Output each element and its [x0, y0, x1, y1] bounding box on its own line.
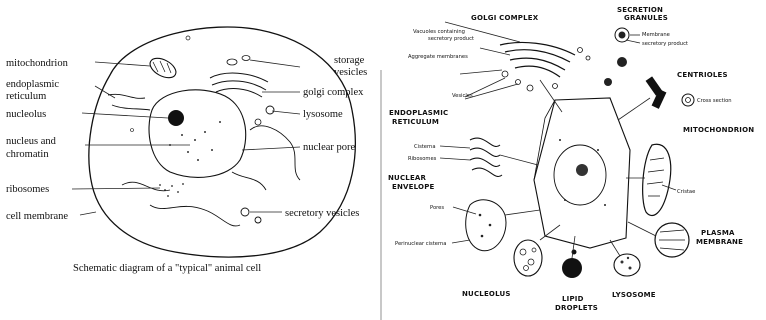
label-nuclear-pore: nuclear pore — [303, 142, 356, 153]
label-er-2: RETICULUM — [392, 118, 439, 126]
label-vesicles: vesicles — [334, 67, 367, 78]
nucleolus-dot — [168, 110, 184, 126]
label-reticulum: reticulum — [6, 91, 46, 102]
nuclear-envelope — [466, 200, 506, 251]
label-ribosomes-r: Ribosomes — [408, 156, 437, 162]
label-cristae: Cristae — [677, 189, 695, 195]
mitochondrion-ultra — [643, 144, 671, 215]
label-aggregate: Aggregate membranes — [408, 54, 468, 60]
label-chromatin: chromatin — [6, 149, 49, 160]
label-secretion-sub-2: secretory product — [642, 41, 688, 47]
label-nuclear-1: NUCLEAR — [388, 174, 427, 182]
label-secretion-1: SECRETION — [617, 6, 663, 14]
chromatin-specks — [169, 121, 221, 161]
ribosome-dots — [159, 183, 184, 197]
label-mitochondrion: mitochondrion — [6, 58, 69, 69]
label-vesicles-r: Vesicles — [452, 93, 473, 99]
nucleus-outline — [149, 90, 246, 178]
label-golgi-complex-r: GOLGI COMPLEX — [471, 14, 539, 22]
label-lysosome-r: LYSOSOME — [612, 291, 656, 299]
label-lipid-1: LIPID — [562, 295, 584, 303]
golgi-structure — [500, 42, 575, 77]
label-nucleolus-r: NUCLEOLUS — [462, 290, 511, 298]
label-vacuoles-2: secretory product — [428, 36, 474, 42]
left-caption: Schematic diagram of a "typical" animal … — [73, 263, 261, 274]
label-ribosomes: ribosomes — [6, 184, 49, 195]
label-nucleolus: nucleolus — [6, 109, 46, 120]
label-er-1: ENDOPLASMIC — [389, 109, 448, 117]
label-storage: storage — [334, 55, 365, 66]
label-secretion-sub-1: Membrane — [642, 32, 670, 38]
label-endoplasmic: endoplasmic — [6, 79, 59, 90]
label-pores: Pores — [430, 205, 444, 211]
label-cisterna: Cisterna — [414, 144, 436, 150]
label-golgi-complex: golgi complex — [303, 87, 364, 98]
ultrastructure-cell: GOLGI COMPLEX Vacuoles containing secret… — [388, 6, 754, 312]
label-mitochondrion-r: MITOCHONDRION — [683, 126, 754, 134]
er-ultra — [470, 138, 502, 176]
label-plasma-1: PLASMA — [701, 229, 735, 237]
label-vacuoles-1: Vacuoles containing — [413, 29, 465, 35]
label-nuclear-2: ENVELOPE — [392, 183, 435, 191]
label-plasma-2: MEMBRANE — [696, 238, 743, 246]
label-secretory-vesicles: secretory vesicles — [285, 208, 359, 219]
label-cell-membrane: cell membrane — [6, 211, 68, 222]
schematic-cell: mitochondrion endoplasmic reticulum nucl… — [6, 27, 367, 274]
label-nucleus-and: nucleus and — [6, 136, 57, 147]
label-secretion-2: GRANULES — [624, 14, 668, 22]
label-lysosome: lysosome — [303, 109, 343, 120]
label-perinuclear: Perinuclear cisterna — [395, 241, 446, 247]
label-lipid-2: DROPLETS — [555, 304, 598, 312]
label-cross-section: Cross section — [697, 98, 732, 104]
label-centrioles: CENTRIOLES — [677, 71, 728, 79]
